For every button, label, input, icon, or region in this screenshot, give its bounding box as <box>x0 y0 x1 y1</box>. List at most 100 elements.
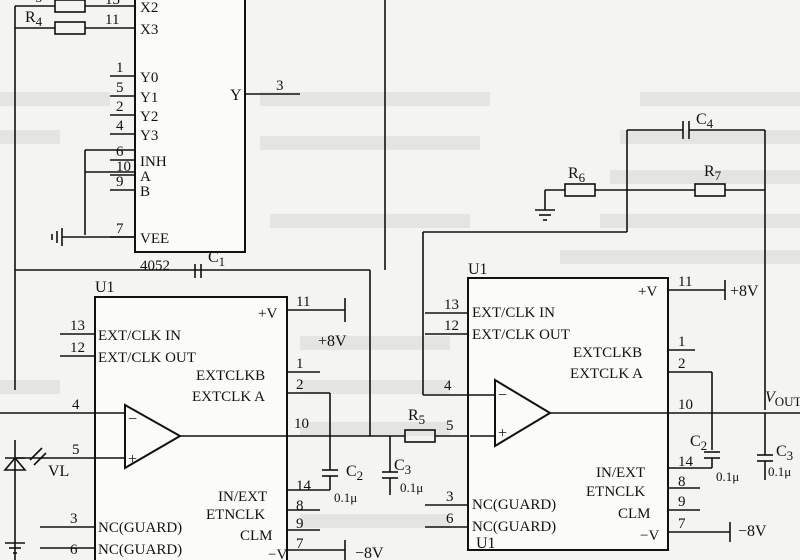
ur-c2-value: 0.1μ <box>716 469 739 484</box>
r4-label: R <box>25 9 36 26</box>
mux-pin-label: Y3 <box>140 128 158 144</box>
ur-pin13-num: 13 <box>444 297 459 313</box>
r4-sub: 4 <box>36 14 43 29</box>
mux-pin-num: 7 <box>116 221 124 237</box>
ur-c3-value: 0.1μ <box>768 464 791 479</box>
svg-text:R7: R7 <box>704 163 722 183</box>
ur-opamp <box>494 378 552 448</box>
ul-ext-clk-in: EXT/CLK IN <box>98 328 181 344</box>
mux-pin-11-num: 11 <box>105 12 119 28</box>
ur-ext-clk-in: EXT/CLK IN <box>472 305 555 321</box>
ul-c3-sub: 3 <box>405 462 412 477</box>
r3-label: R <box>25 0 36 2</box>
ul-pin1-num: 1 <box>296 356 304 372</box>
ul-ext-clk-out: EXT/CLK OUT <box>98 350 196 366</box>
ur-nc-guard-1: NC(GUARD) <box>472 497 556 513</box>
ur-ext-clk-out: EXT/CLK OUT <box>472 327 570 343</box>
u-right-name-bottom: U1 <box>476 535 496 552</box>
ul-opamp-minus: − <box>128 411 137 428</box>
ur-c2-sub: 2 <box>701 438 708 453</box>
ur-pin5-num: 5 <box>446 418 454 434</box>
r6-label: R <box>568 165 579 182</box>
mux-pin-num: 4 <box>116 118 124 134</box>
r5-label: R <box>408 407 419 424</box>
ul-nc-guard-2: NC(GUARD) <box>98 542 182 558</box>
svg-text:R6: R6 <box>568 165 586 185</box>
c4-sub: 4 <box>707 116 714 131</box>
photodiode-label: VL <box>48 463 69 480</box>
ul-extclka: EXTCLK A <box>192 389 265 405</box>
ul-c2-label: C <box>346 463 357 480</box>
u-left-name: U1 <box>95 279 115 296</box>
ur-pin14-num: 14 <box>678 454 694 470</box>
svg-text:R4: R4 <box>25 9 43 29</box>
mux-pin-label: INH <box>140 154 167 170</box>
ul-c2-sub: 2 <box>357 468 364 483</box>
u-right-name: U1 <box>468 261 488 278</box>
resistor-r7 <box>694 183 726 197</box>
mux-pin-x3-label: X3 <box>140 22 158 38</box>
ur-pin10-num: 10 <box>678 397 693 413</box>
ul-minus-v: −V <box>268 547 287 560</box>
ur-pin4-num: 4 <box>444 378 452 394</box>
r5-sub: 5 <box>419 412 426 427</box>
ur-c3-sub: 3 <box>787 448 794 463</box>
ur-etnclk: ETNCLK <box>586 484 645 500</box>
ul-nc-guard-1: NC(GUARD) <box>98 520 182 536</box>
ur-pin11-num: 11 <box>678 274 692 290</box>
ur-clm: CLM <box>618 506 651 522</box>
mux-out-label: Y <box>230 87 242 104</box>
r6-sub: 6 <box>579 170 586 185</box>
photodiode-icon <box>3 456 27 471</box>
ul-etnclk: ETNCLK <box>206 507 265 523</box>
mux-pin-label: Y0 <box>140 70 158 86</box>
ur-minus-v: −V <box>640 528 659 544</box>
ul-pin3-num: 3 <box>70 511 78 527</box>
ul-pin14-num: 14 <box>296 478 312 494</box>
mux-pin-num: 6 <box>116 144 124 160</box>
ur-pin3-num: 3 <box>446 489 454 505</box>
ul-clm: CLM <box>240 528 273 544</box>
mux-pin-label: Y2 <box>140 109 158 125</box>
ul-plus-v: +V <box>258 306 277 322</box>
ul-pin8-num: 8 <box>296 498 304 514</box>
ur-pin12-num: 12 <box>444 318 459 334</box>
ul-pin9-num: 9 <box>296 516 304 532</box>
svg-text:R3: R3 <box>25 0 42 5</box>
mux-pin-13-num: 13 <box>105 0 120 8</box>
mux-pin-label: B <box>140 184 150 200</box>
ur-in-ext: IN/EXT <box>596 465 645 481</box>
svg-text:C3: C3 <box>394 457 411 477</box>
ur-nc-guard-2: NC(GUARD) <box>472 519 556 535</box>
c1-sub: 1 <box>219 254 226 269</box>
mux-pin-num: 2 <box>116 99 124 115</box>
svg-text:C3: C3 <box>776 443 793 463</box>
svg-text:C1: C1 <box>208 249 225 269</box>
ur-opamp-plus: + <box>498 425 507 442</box>
ul-c2-value: 0.1μ <box>334 490 357 505</box>
resistor-r6 <box>564 183 596 197</box>
svg-text:VOUT: VOUT <box>765 389 800 409</box>
resistor-r4 <box>54 21 86 35</box>
ul-opamp-plus: + <box>128 451 137 468</box>
ul-in-ext: IN/EXT <box>218 489 267 505</box>
vout-sub: OUT <box>775 394 800 409</box>
ul-c3-label: C <box>394 457 405 474</box>
ur-c3-label: C <box>776 443 787 460</box>
ul-pin6-num: 6 <box>70 542 78 558</box>
ul-pin13-num: 13 <box>70 318 85 334</box>
mux-pin-x2-label: X2 <box>140 0 158 16</box>
svg-text:C4: C4 <box>696 111 714 131</box>
ul-opamp <box>124 403 183 470</box>
mux-pin-label: VEE <box>140 231 169 247</box>
ur-pin9-num: 9 <box>678 494 686 510</box>
svg-text:R5: R5 <box>408 407 425 427</box>
ur-pin6-num: 6 <box>446 511 454 527</box>
c4-label: C <box>696 111 707 128</box>
ur-pin2-num: 2 <box>678 356 686 372</box>
mux-out-pin: 3 <box>276 78 284 94</box>
mux-pin-num: 9 <box>116 174 124 190</box>
ur-c2-label: C <box>690 433 701 450</box>
